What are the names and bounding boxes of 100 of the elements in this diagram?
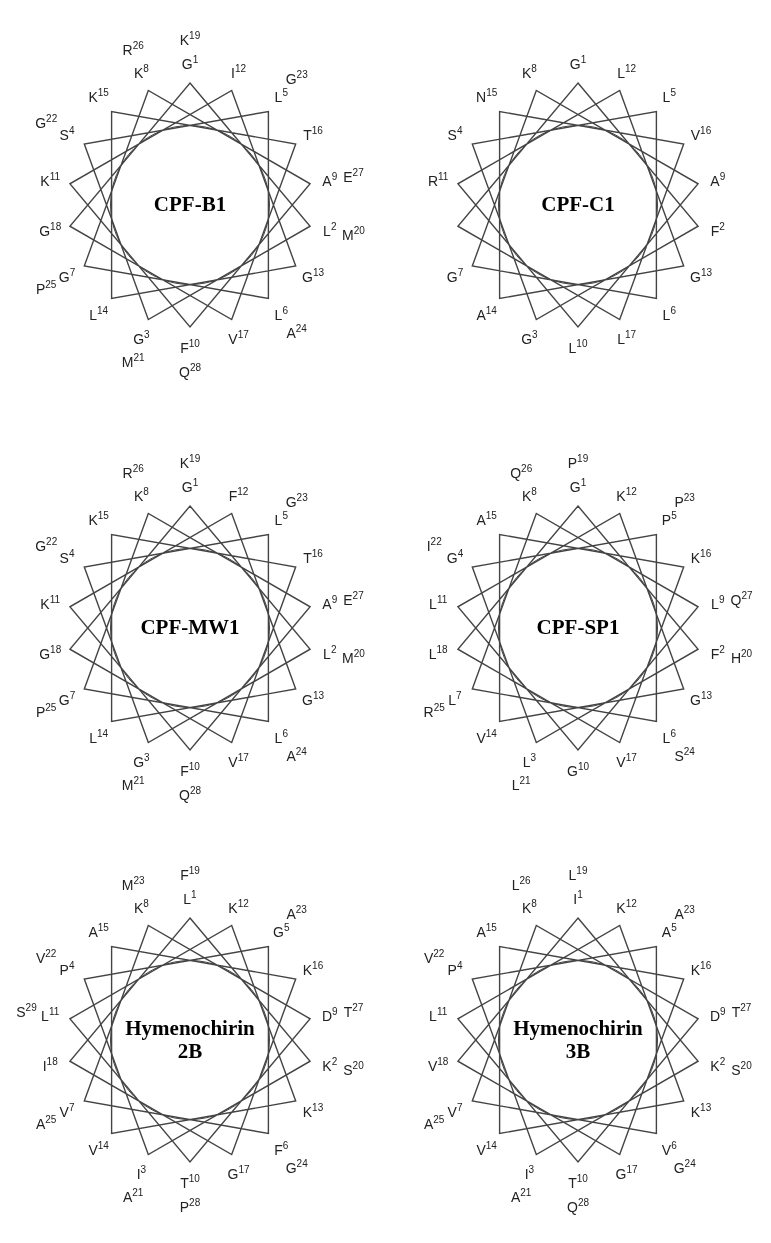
residue-label: L$^{5}$ <box>274 510 288 528</box>
residue-label: F$^{2}$ <box>710 643 725 662</box>
residue-label: L$^{21}$ <box>511 775 531 793</box>
residue-label: S$^{20}$ <box>731 1059 752 1078</box>
residue-label: N$^{15}$ <box>476 87 498 105</box>
residue-label: A$^{15}$ <box>88 922 109 940</box>
residue-label: E$^{27}$ <box>343 167 364 185</box>
residue-label: L$^{11}$ <box>429 594 448 613</box>
residue-label: F$^{12}$ <box>228 485 249 504</box>
residue-label: S$^{29}$ <box>16 1002 37 1020</box>
residue-label: D$^{9}$ <box>321 1006 338 1025</box>
residue-label: G$^{13}$ <box>690 690 712 708</box>
residue-label: Q$^{28}$ <box>179 362 201 380</box>
residue-label: G$^{5}$ <box>273 922 290 940</box>
residue-label: K$^{2}$ <box>322 1055 338 1074</box>
residue-label: L$^{12}$ <box>617 62 637 81</box>
residue-label: A$^{24}$ <box>286 323 307 341</box>
residue-label: G$^{13}$ <box>690 267 712 285</box>
residue-label: I$^{22}$ <box>426 536 442 554</box>
residue-label: L$^{2}$ <box>323 220 337 239</box>
residue-label: I$^{12}$ <box>231 62 247 81</box>
residue-label: R$^{26}$ <box>122 463 144 481</box>
residue-label: G$^{13}$ <box>302 267 324 285</box>
residue-label: L$^{3}$ <box>522 752 537 771</box>
residue-label: L$^{17}$ <box>617 329 637 348</box>
residue-label: A$^{21}$ <box>510 1187 532 1205</box>
residue-label: A$^{25}$ <box>35 1114 57 1132</box>
residue-label: I$^{18}$ <box>42 1055 58 1074</box>
residue-label: F$^{19}$ <box>180 865 200 883</box>
residue-label: P$^{25}$ <box>35 702 57 720</box>
residue-label: A$^{21}$ <box>122 1187 144 1205</box>
peptide-name: Hymenochirin 2B <box>124 1016 256 1064</box>
residue-label: A$^{15}$ <box>476 922 497 940</box>
residue-label: G$^{22}$ <box>35 536 58 554</box>
residue-label: L$^{1}$ <box>183 889 197 907</box>
residue-label: R$^{11}$ <box>427 171 449 190</box>
residue-label: S$^{24}$ <box>674 746 695 764</box>
residue-label: K$^{8}$ <box>133 897 149 916</box>
residue-label: I$^{1}$ <box>573 889 583 907</box>
residue-label: G$^{13}$ <box>302 690 324 708</box>
residue-label: V$^{14}$ <box>476 727 497 746</box>
residue-label: L$^{5}$ <box>274 87 288 105</box>
residue-label: L$^{9}$ <box>711 594 725 613</box>
residue-label: K$^{8}$ <box>133 485 149 504</box>
residue-label: R$^{25}$ <box>423 702 445 720</box>
residue-label: A$^{24}$ <box>286 746 307 764</box>
residue-label: L$^{6}$ <box>662 304 676 323</box>
peptide-name: Hymenochirin 3B <box>512 1016 644 1064</box>
residue-label: L$^{5}$ <box>662 87 676 105</box>
residue-label: G$^{7}$ <box>58 690 76 708</box>
residue-label: K$^{12}$ <box>616 897 637 916</box>
residue-label: K$^{11}$ <box>40 594 61 613</box>
residue-label: L$^{7}$ <box>448 690 462 708</box>
residue-label: A$^{9}$ <box>322 171 338 190</box>
residue-label: V$^{6}$ <box>661 1139 677 1158</box>
residue-label: L$^{19}$ <box>568 865 588 883</box>
residue-label: G$^{10}$ <box>567 761 589 779</box>
residue-label: K$^{19}$ <box>179 453 201 471</box>
residue-label: P$^{28}$ <box>179 1197 201 1215</box>
residue-label: A$^{15}$ <box>476 510 497 528</box>
residue-label: G$^{7}$ <box>58 267 76 285</box>
residue-label: K$^{8}$ <box>521 897 537 916</box>
residue-label: T$^{27}$ <box>731 1002 752 1020</box>
residue-label: M$^{23}$ <box>121 875 145 893</box>
residue-label: V$^{22}$ <box>35 948 57 966</box>
residue-label: Q$^{26}$ <box>510 463 533 481</box>
residue-label: D$^{9}$ <box>709 1006 726 1025</box>
residue-label: G$^{24}$ <box>285 1158 308 1176</box>
residue-label: T$^{10}$ <box>568 1173 588 1191</box>
residue-label: M$^{21}$ <box>121 775 145 793</box>
residue-label: G$^{1}$ <box>181 477 199 495</box>
residue-label: K$^{8}$ <box>521 485 537 504</box>
residue-label: V$^{7}$ <box>59 1102 75 1120</box>
residue-label: L$^{14}$ <box>89 727 109 746</box>
residue-label: L$^{6}$ <box>274 727 288 746</box>
residue-label: G$^{3}$ <box>133 329 150 348</box>
residue-label: A$^{23}$ <box>286 903 307 922</box>
residue-label: G$^{4}$ <box>446 548 464 566</box>
residue-label: G$^{3}$ <box>521 329 538 348</box>
residue-label: F$^{2}$ <box>710 220 725 239</box>
residue-label: Q$^{28}$ <box>567 1197 589 1215</box>
residue-label: A$^{25}$ <box>423 1114 445 1132</box>
peptide-name: CPF-B1 <box>152 193 228 217</box>
residue-label: G$^{1}$ <box>181 54 199 72</box>
residue-label: K$^{19}$ <box>179 30 201 48</box>
residue-label: P$^{25}$ <box>35 279 57 297</box>
residue-label: K$^{8}$ <box>133 62 149 81</box>
residue-label: K$^{12}$ <box>228 897 249 916</box>
residue-label: G$^{1}$ <box>569 54 587 72</box>
residue-label: M$^{21}$ <box>121 352 145 370</box>
residue-label: K$^{16}$ <box>690 548 712 566</box>
residue-label: V$^{17}$ <box>228 329 249 348</box>
residue-label: A$^{23}$ <box>674 903 695 922</box>
residue-label: A$^{9}$ <box>322 594 338 613</box>
residue-label: K$^{15}$ <box>88 87 109 105</box>
residue-label: K$^{12}$ <box>616 485 637 504</box>
residue-label: S$^{4}$ <box>59 125 75 143</box>
peptide-name: CPF-MW1 <box>139 616 241 640</box>
residue-label: R$^{26}$ <box>122 40 144 58</box>
residue-label: K$^{16}$ <box>302 960 324 978</box>
